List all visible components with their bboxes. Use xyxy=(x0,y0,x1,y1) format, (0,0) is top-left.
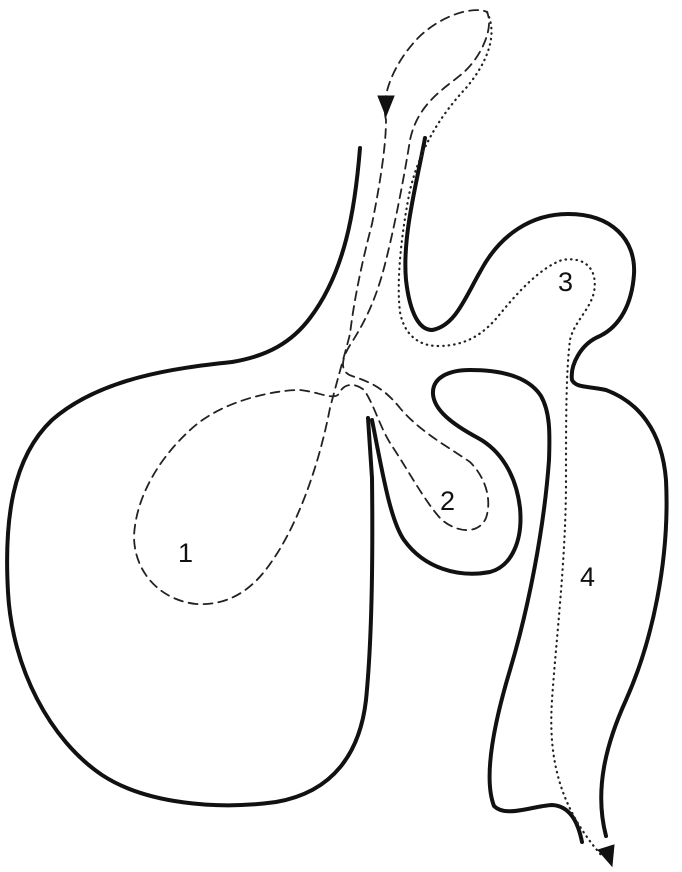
label-chamber-1: 1 xyxy=(178,538,193,568)
chamber-2-outline xyxy=(372,370,549,574)
chamber-4-left-wall xyxy=(490,460,582,842)
label-chamber-4: 4 xyxy=(580,562,595,592)
label-chamber-2: 2 xyxy=(440,486,455,516)
exit-arrowhead xyxy=(598,845,614,866)
dashed-flow-path xyxy=(134,10,489,604)
entry-arrowhead xyxy=(378,96,394,116)
chamber-1-outline xyxy=(7,362,372,805)
label-chamber-3: 3 xyxy=(558,267,573,297)
esophagus-right-wall xyxy=(405,138,432,330)
esophagus-left-wall xyxy=(232,148,360,362)
chamber-3-4-outline xyxy=(432,214,667,836)
